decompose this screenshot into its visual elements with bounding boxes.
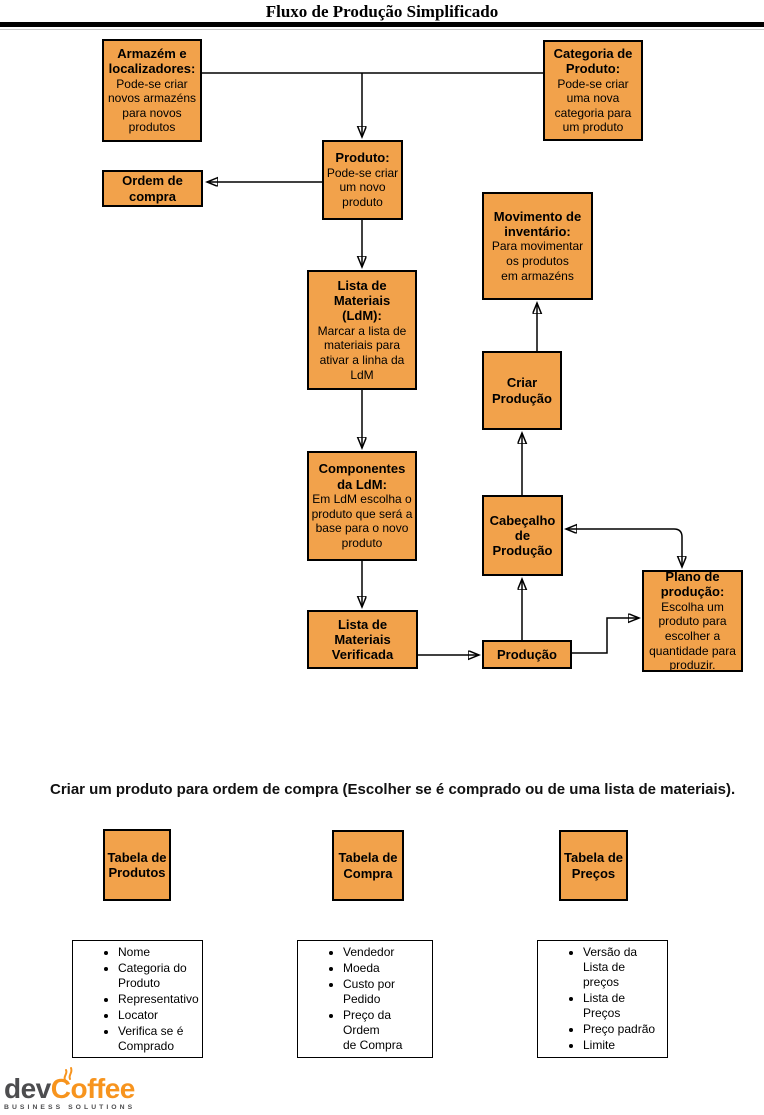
list-tabela-precos-fields: Versão da Lista de preços Lista de Preço…	[537, 940, 668, 1058]
list-item: Custo por Pedido	[343, 977, 428, 1007]
list-item: Preço da Ordem de Compra	[343, 1008, 428, 1053]
list-item: Moeda	[343, 961, 428, 976]
node-body: Para movimentar os produtos em armazéns	[491, 239, 584, 283]
list-item: Preço padrão	[583, 1022, 663, 1037]
node-categoria-produto: Categoria de Produto: Pode-se criar uma …	[543, 40, 643, 141]
node-componentes-ldm: Componentes da LdM: Em LdM escolha o pro…	[307, 451, 417, 561]
bullet-list: Versão da Lista de preços Lista de Preço…	[538, 944, 667, 1054]
node-title: Armazém e localizadores:	[108, 45, 196, 77]
node-cabecalho-producao: Cabeçalho de Produção	[482, 495, 563, 576]
list-item: Versão da Lista de preços	[583, 945, 663, 990]
node-body: Pode-se criar novos armazéns para novos …	[107, 76, 197, 135]
list-item: Verifica se é Comprado	[118, 1024, 199, 1054]
node-lista-materiais-ldm: Lista de Materiais (LdM): Marcar a lista…	[307, 270, 417, 390]
bullet-list: Vendedor Moeda Custo por Pedido Preço da…	[298, 944, 432, 1054]
node-produto: Produto: Pode-se criar um novo produto	[322, 140, 403, 220]
node-title: Componentes da LdM:	[318, 461, 406, 492]
title-divider-shadow	[0, 29, 764, 30]
node-title: Lista de Materiais (LdM):	[333, 277, 391, 324]
node-title: Cabeçalho de Produção	[489, 512, 556, 559]
node-title: Produto:	[335, 150, 390, 166]
devcoffee-logo: devCoffee BUSINESS SOLUTIONS	[4, 1067, 174, 1112]
node-title: Plano de produção:	[660, 570, 725, 600]
coffee-steam-icon	[61, 1066, 77, 1086]
node-title: Tabela de Produtos	[107, 849, 167, 880]
list-item: Categoria do Produto	[118, 961, 199, 991]
arrow-producao-to-plano	[572, 618, 639, 654]
node-tabela-produtos: Tabela de Produtos	[103, 829, 171, 901]
list-tabela-produtos-fields: Nome Categoria do Produto Representativo…	[72, 940, 203, 1058]
node-armazem-localizadores: Armazém e localizadores: Pode-se criar n…	[102, 39, 202, 142]
logo-wordmark: devCoffee	[4, 1074, 174, 1103]
list-tabela-compra-fields: Vendedor Moeda Custo por Pedido Preço da…	[297, 940, 433, 1058]
node-lista-materiais-verificada: Lista de Materiais Verificada	[307, 610, 418, 669]
node-body: Pode-se criar uma nova categoria para um…	[554, 76, 632, 135]
logo-text-dev: dev	[4, 1073, 51, 1104]
list-item: Vendedor	[343, 945, 428, 960]
list-item: Nome	[118, 945, 199, 960]
node-title: Tabela de Preços	[563, 850, 623, 881]
node-title: Lista de Materiais Verificada	[331, 616, 394, 663]
page-title: Fluxo de Produção Simplificado	[265, 2, 499, 21]
node-tabela-precos: Tabela de Preços	[559, 830, 628, 901]
list-item: Limite	[583, 1038, 663, 1053]
node-body: Escolha um produto para escolher a quant…	[649, 599, 736, 672]
node-body: Em LdM escolha o produto que será a base…	[311, 492, 413, 550]
node-producao: Produção	[482, 640, 572, 669]
node-ordem-compra: Ordem de compra	[102, 170, 203, 207]
node-tabela-compra: Tabela de Compra	[332, 830, 404, 901]
node-criar-producao: Criar Produção	[482, 351, 562, 430]
list-item: Representativo	[118, 992, 199, 1007]
list-item: Locator	[118, 1008, 199, 1023]
bullet-list: Nome Categoria do Produto Representativo…	[73, 944, 203, 1055]
list-item: Lista de Preços	[583, 991, 663, 1021]
node-title: Movimento de inventário:	[493, 208, 582, 240]
node-title: Ordem de compra	[122, 173, 183, 204]
node-body: Pode-se criar um novo produto	[326, 165, 399, 209]
logo-tagline: BUSINESS SOLUTIONS	[4, 1104, 136, 1112]
node-body: Marcar a lista de materiais para ativar …	[317, 323, 407, 382]
arrow-cabecalho-plano-bidirectional	[566, 529, 682, 567]
title-divider	[0, 22, 764, 27]
node-title: Criar Produção	[492, 375, 552, 406]
node-title: Tabela de Compra	[338, 850, 398, 881]
node-title: Categoria de Produto:	[553, 45, 633, 77]
node-movimento-inventario: Movimento de inventário: Para movimentar…	[482, 192, 593, 300]
node-plano-producao: Plano de produção: Escolha um produto pa…	[642, 570, 743, 672]
section-heading: Criar um produto para ordem de compra (E…	[50, 781, 736, 798]
node-title: Produção	[497, 646, 557, 662]
